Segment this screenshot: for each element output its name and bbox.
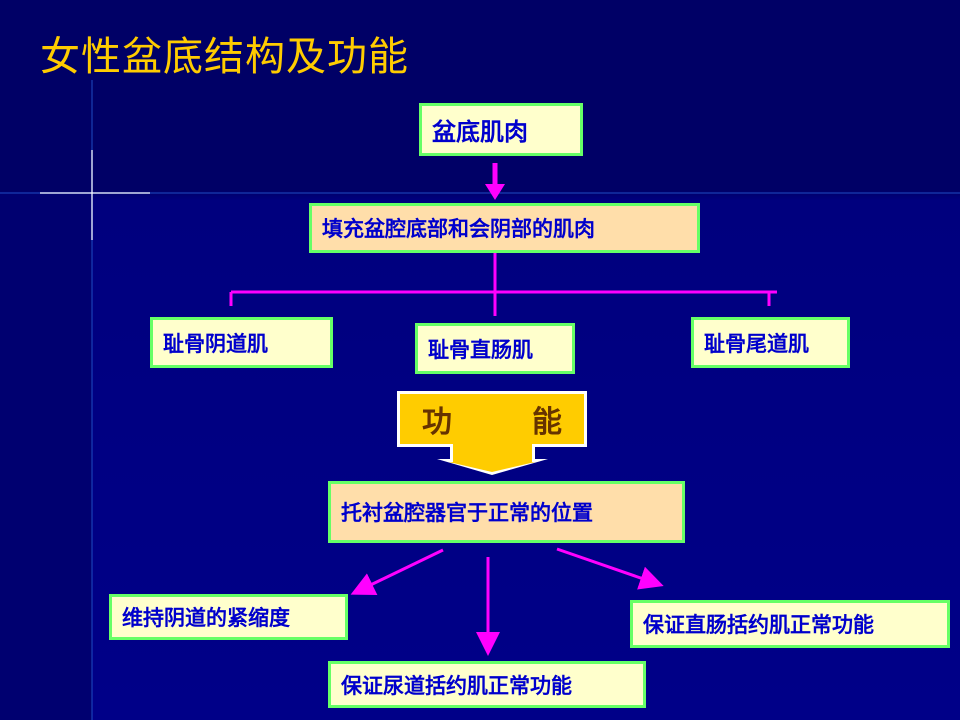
function-label: 功 能 xyxy=(400,394,584,444)
definition-box: 填充盆腔底部和会阴部的肌肉 xyxy=(309,203,700,253)
function-label-char: 能 xyxy=(532,405,562,440)
function-label-char: 功 xyxy=(422,405,452,440)
function-arrow xyxy=(397,391,587,475)
background-strip xyxy=(0,192,92,720)
function-arrows xyxy=(350,547,664,656)
muscle-box: 耻骨直肠肌 xyxy=(415,323,575,374)
function-box: 保证直肠括约肌正常功能 xyxy=(630,600,950,648)
muscle-box: 耻骨尾道肌 xyxy=(691,317,850,368)
slide-title: 女性盆底结构及功能 xyxy=(40,34,409,80)
function-box: 保证尿道括约肌正常功能 xyxy=(328,661,646,708)
arrow-root-to-definition xyxy=(485,163,505,200)
function-box: 维持阴道的紧缩度 xyxy=(109,594,348,640)
branch-lines xyxy=(229,253,777,316)
muscle-box: 耻骨阴道肌 xyxy=(150,317,333,368)
main-function-box: 托衬盆腔器官于正常的位置 xyxy=(328,481,685,543)
root-box: 盆底肌肉 xyxy=(419,103,583,156)
